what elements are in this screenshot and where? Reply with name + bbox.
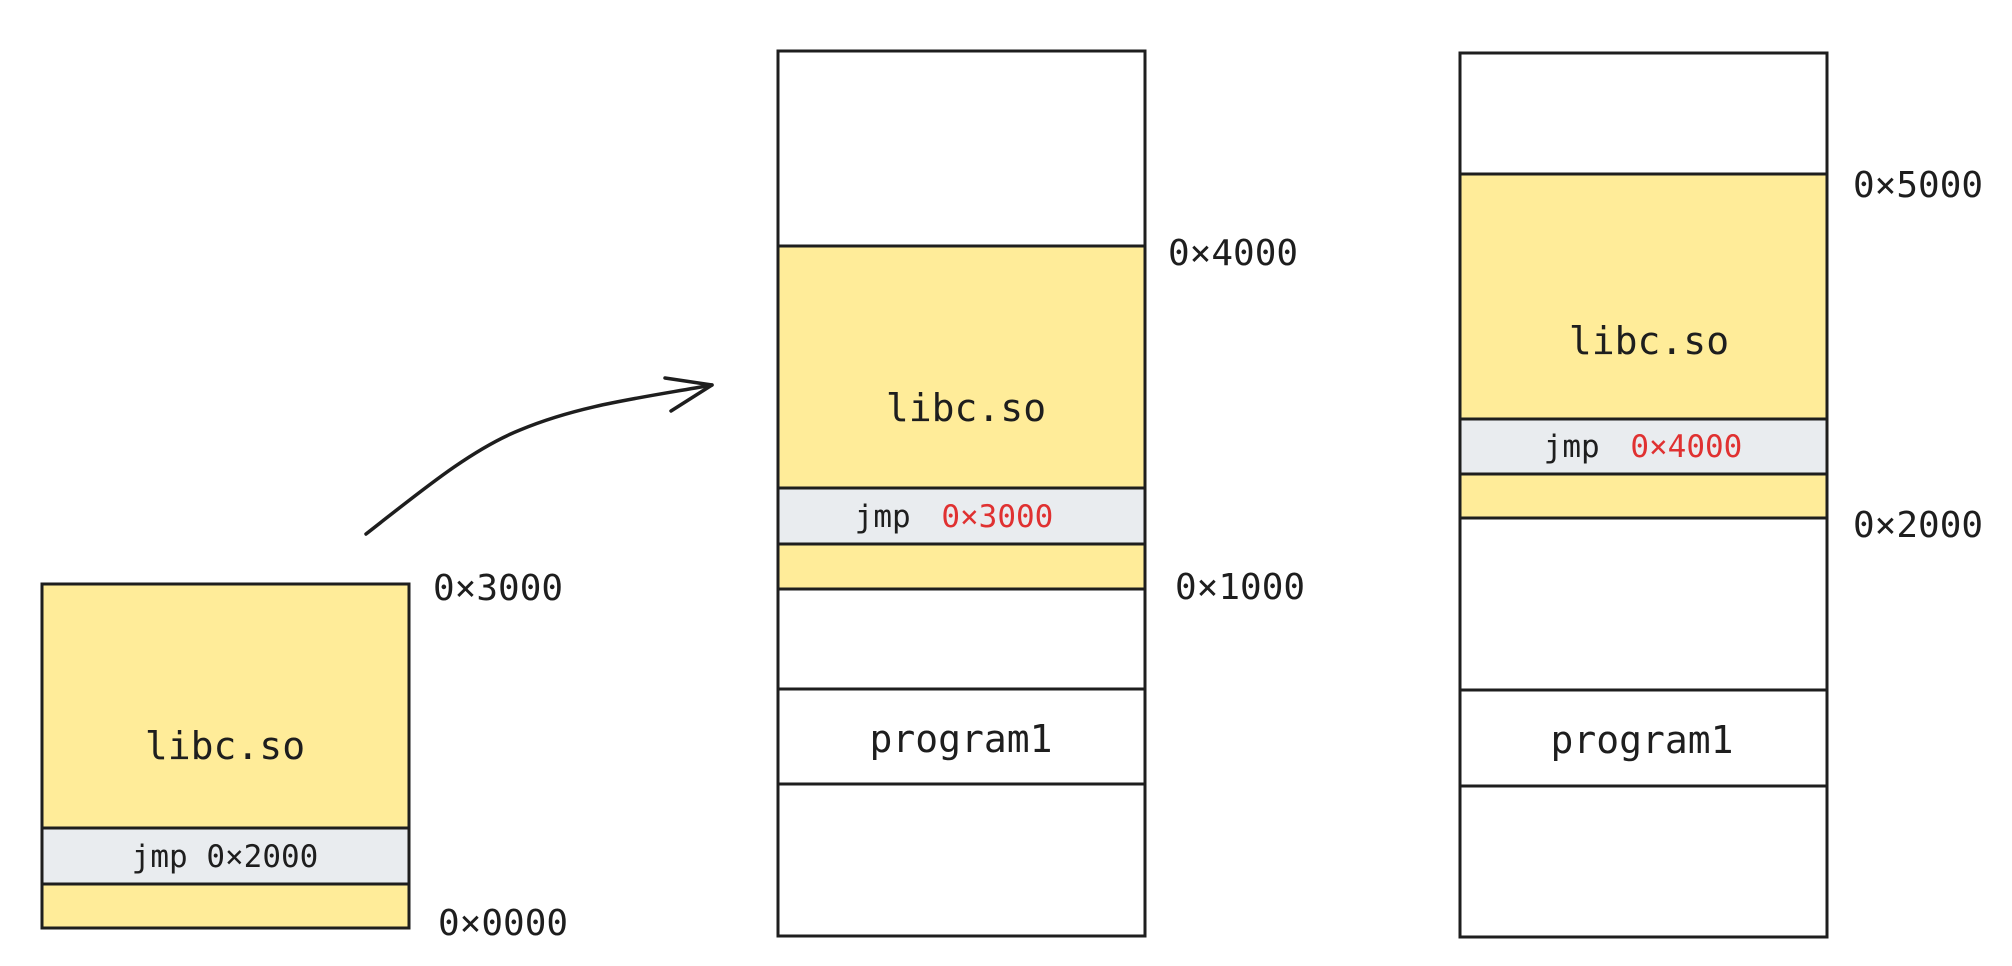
process-b-address-bottom: 0×2000	[1853, 505, 1983, 546]
original-jump-instruction: jmp	[132, 839, 188, 875]
process-a-program-block	[776, 687, 1147, 786]
process-b-library-label: libc.so	[1569, 319, 1729, 363]
process-b-address-space: libc.so jmp 0×4000 program1	[1458, 51, 1829, 939]
process-b-library-tail	[1458, 472, 1829, 520]
mapping-arrow-head	[663, 376, 714, 413]
original-library-label: libc.so	[145, 724, 305, 768]
process-b-jump-target: 0×4000	[1630, 429, 1742, 465]
process-a-address-bottom: 0×1000	[1175, 567, 1305, 608]
process-a-program-label: program1	[869, 717, 1052, 761]
process-a-jump-target: 0×3000	[941, 499, 1053, 535]
original-library-block: libc.so jmp 0×2000	[40, 582, 411, 930]
process-b-address-top: 0×5000	[1853, 165, 1983, 206]
process-a-jump-text: jmp 0×3000	[855, 499, 1054, 535]
process-b-jump-row	[1458, 417, 1829, 476]
process-a-library-body	[776, 244, 1147, 490]
process-b-program-label: program1	[1550, 718, 1733, 762]
original-address-top: 0×3000	[433, 568, 563, 609]
process-b-jump-text: jmp 0×4000	[1544, 429, 1743, 465]
process-a-library-tail	[776, 542, 1147, 591]
original-jump-text: jmp 0×2000	[132, 839, 319, 875]
mapping-arrow	[364, 376, 714, 536]
process-a-library-label: libc.so	[886, 386, 1046, 430]
process-b-library-body	[1458, 172, 1829, 421]
process-a-address-space: libc.so jmp 0×3000 program1	[776, 49, 1147, 938]
original-library-tail	[40, 882, 411, 930]
original-jump-row	[40, 826, 411, 886]
original-jump-target: 0×2000	[206, 839, 318, 875]
mapping-arrow-shaft	[364, 383, 714, 536]
process-b-jump-instruction: jmp	[1544, 429, 1600, 465]
process-a-address-top: 0×4000	[1168, 233, 1298, 274]
original-address-bottom: 0×0000	[438, 903, 568, 944]
process-a-jump-instruction: jmp	[855, 499, 911, 535]
original-library-body	[40, 582, 411, 830]
process-b-program-block	[1458, 688, 1829, 788]
